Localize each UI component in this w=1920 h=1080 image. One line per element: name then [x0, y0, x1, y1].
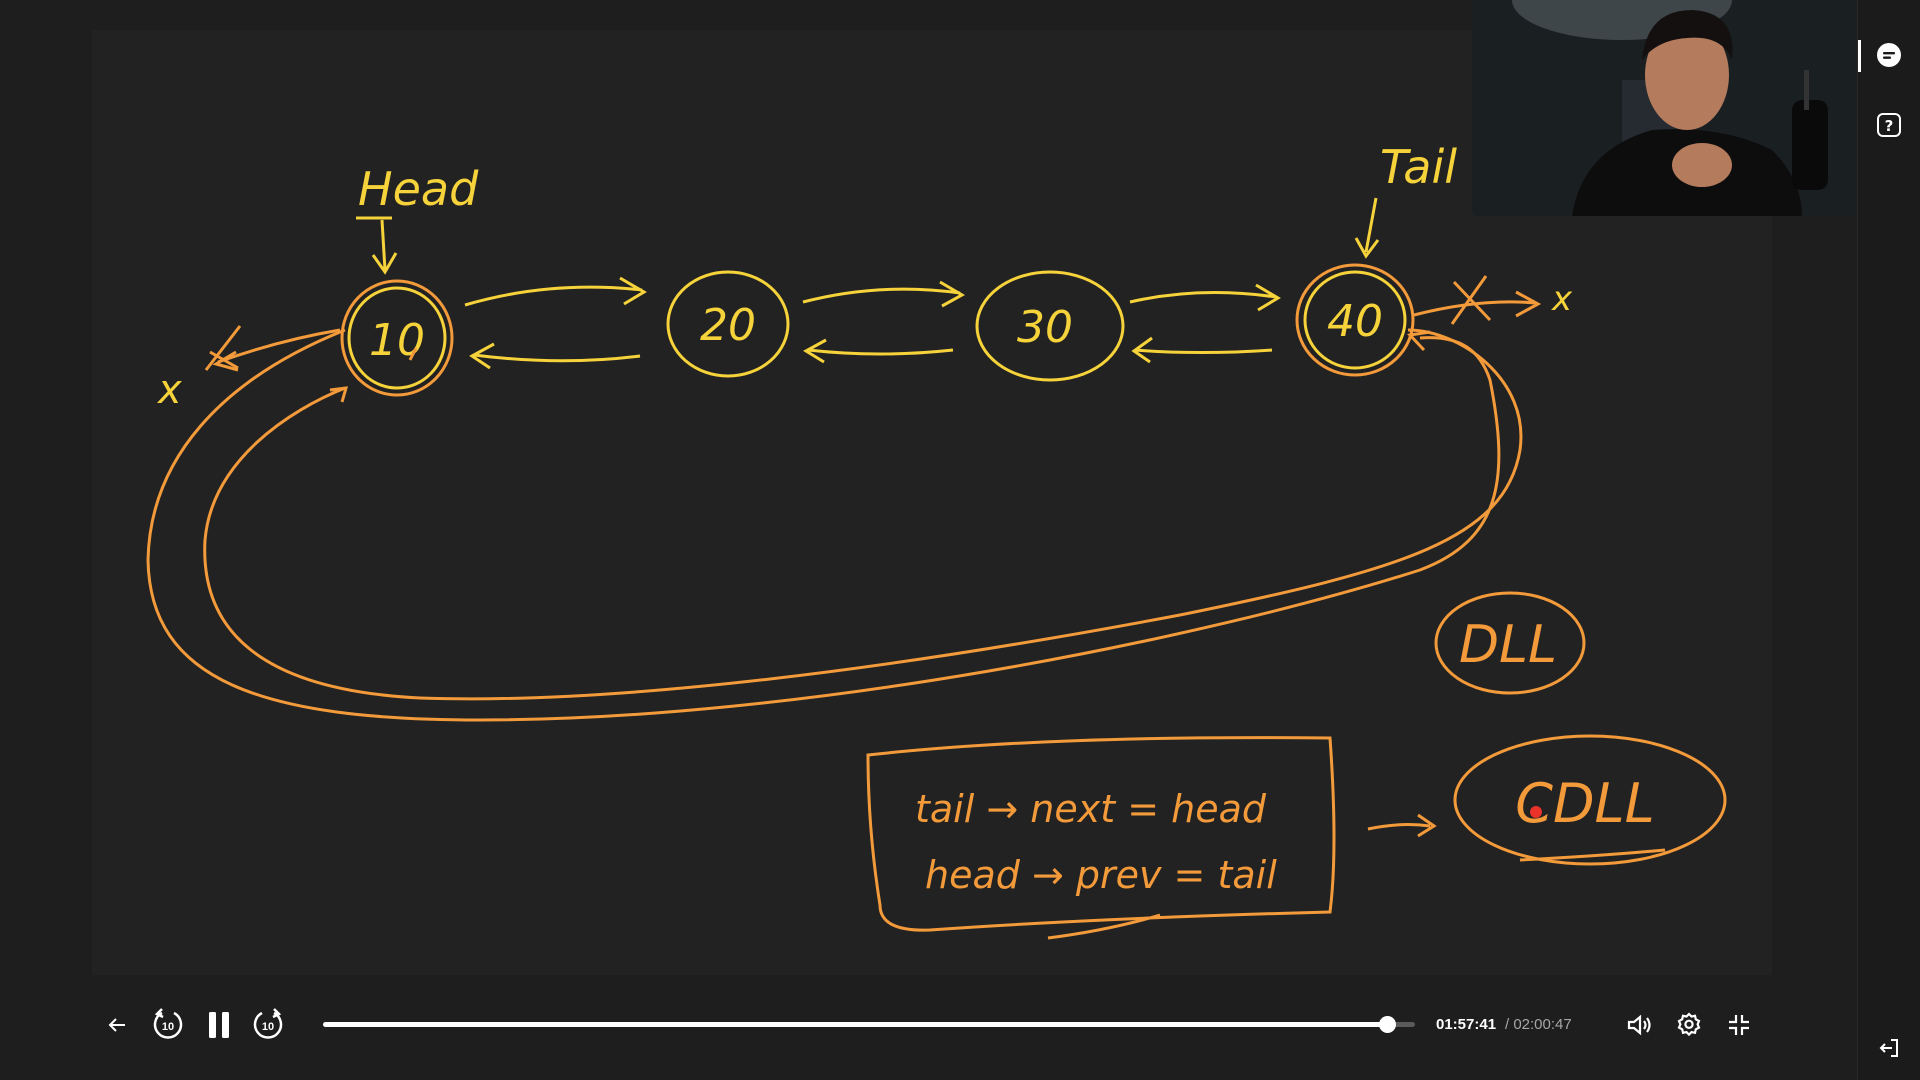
node-30-value: 30: [1017, 302, 1073, 353]
left-null-x: x: [156, 367, 182, 413]
time-current: 01:57:41: [1436, 1016, 1497, 1033]
video-stage: Head Tail 10 20 30 40: [146, 0, 1856, 940]
volume-icon[interactable]: [1622, 1008, 1656, 1042]
code-underline: [1047, 913, 1161, 940]
arrow-left-icon[interactable]: [102, 1010, 132, 1040]
node-20-value: 20: [700, 300, 756, 351]
right-null-x: x: [1551, 279, 1573, 319]
code-box: [866, 736, 1336, 932]
head-label: Head: [358, 162, 479, 216]
head-pointer-arrow: [356, 216, 398, 275]
exit-icon[interactable]: [1874, 1033, 1904, 1063]
help-icon[interactable]: ?: [1874, 110, 1904, 140]
forward-10-icon[interactable]: 10: [249, 1006, 287, 1044]
tail-label: Tail: [1380, 140, 1457, 194]
cdll-label: CDLL: [1515, 772, 1654, 835]
rewind-label: 10: [162, 1021, 174, 1033]
laser-pointer: [1530, 806, 1542, 818]
code-line-2: head → prev = tail: [925, 853, 1277, 897]
link-arrows: [464, 276, 1281, 370]
progress-thumb[interactable]: [1379, 1016, 1397, 1033]
node-20-circle: [666, 270, 790, 378]
dll-bubble: [1434, 591, 1586, 695]
node-10-value: 10: [369, 315, 425, 366]
forward-label: 10: [262, 1021, 274, 1033]
time-total: / 02:00:47: [1505, 1016, 1572, 1033]
node-10-outer-ring: [340, 279, 454, 397]
cdll-bubble: [1453, 734, 1727, 866]
rewind-10-icon[interactable]: 10: [149, 1006, 187, 1044]
whiteboard-drawing: Head Tail 10 20 30 40: [146, 140, 1727, 940]
node-40-value: 40: [1327, 296, 1383, 347]
node-40-outer-ring: [1295, 263, 1415, 377]
dll-label: DLL: [1459, 615, 1557, 675]
gear-icon[interactable]: [1672, 1008, 1706, 1042]
to-cdll-arrow: [1367, 813, 1437, 838]
code-line-1: tail → next = head: [915, 787, 1267, 831]
left-null-pointer: [204, 325, 341, 372]
node-30-circle: [975, 270, 1125, 382]
progress-fill: [323, 1022, 1388, 1027]
presenter-webcam: [1472, 0, 1856, 216]
node-40-circle: [1303, 270, 1407, 370]
pause-icon[interactable]: [200, 1006, 238, 1044]
rail-active-indicator: [1858, 40, 1861, 72]
cdll-underline: [1519, 848, 1666, 862]
progress-bar[interactable]: [323, 1016, 1415, 1033]
node-10-circle: [347, 286, 447, 390]
exit-fullscreen-icon[interactable]: [1722, 1008, 1756, 1042]
circular-links: [146, 328, 1523, 722]
right-rail: ?: [1857, 0, 1920, 1080]
tail-pointer-arrow: [1354, 197, 1380, 259]
svg-text:?: ?: [1885, 117, 1894, 135]
chat-icon[interactable]: [1874, 40, 1904, 70]
right-null-pointer: [1413, 275, 1542, 325]
